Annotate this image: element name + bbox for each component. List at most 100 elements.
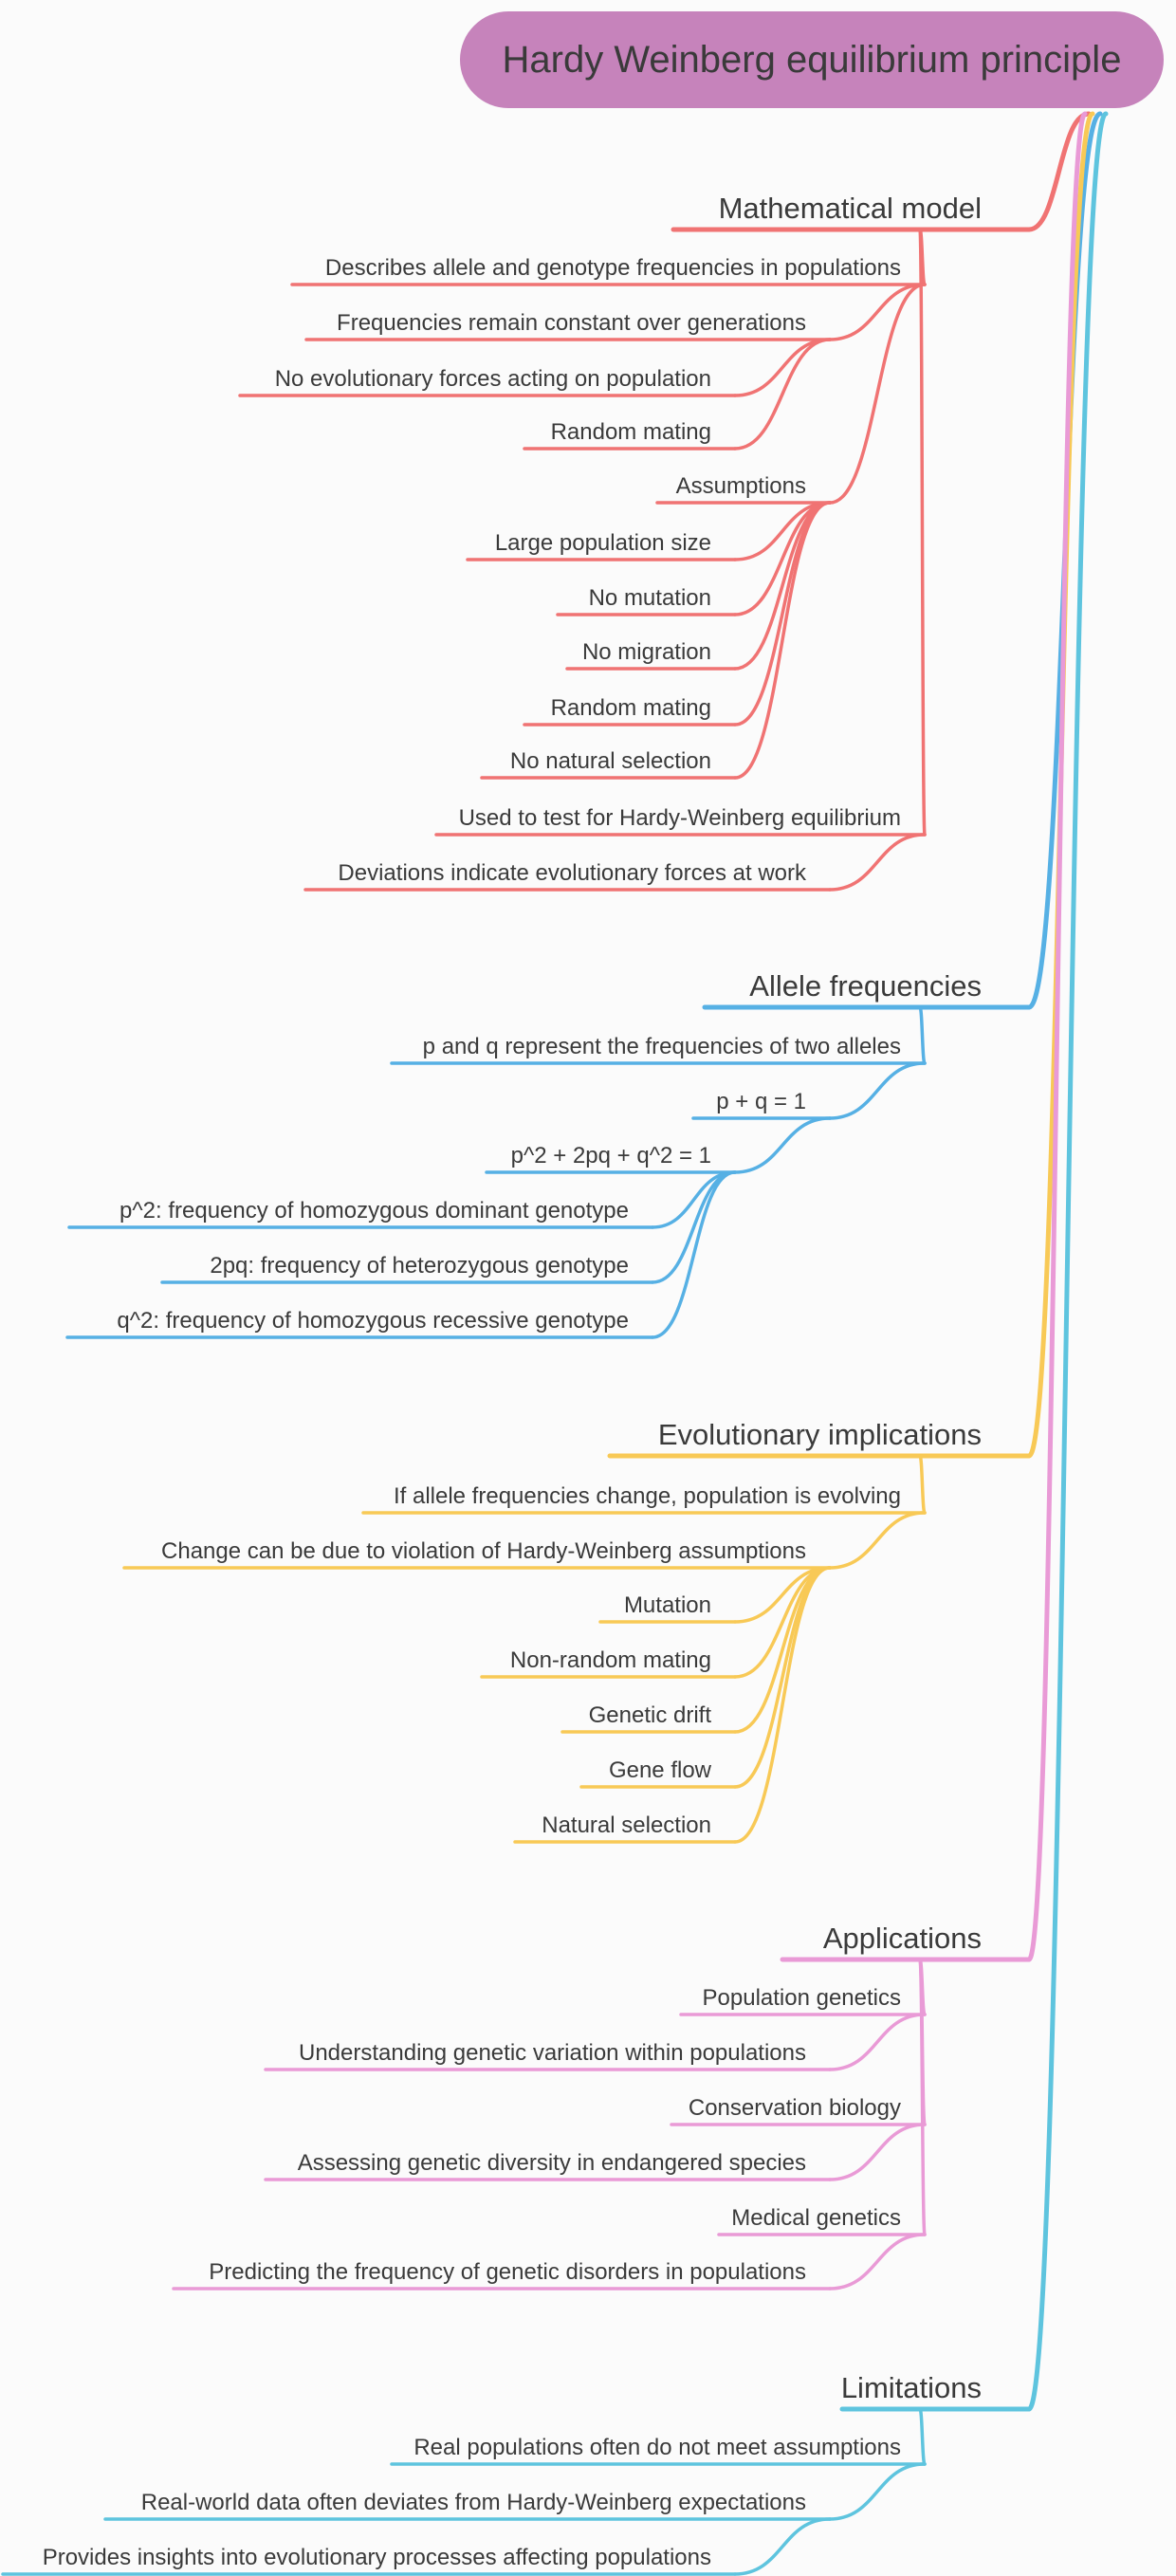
leaf-node[interactable]: p^2: frequency of homozygous dominant ge… bbox=[67, 1198, 654, 1229]
root-node-label: Hardy Weinberg equilibrium principle bbox=[503, 39, 1122, 81]
leaf-node[interactable]: No evolutionary forces acting on populat… bbox=[238, 366, 737, 397]
branch-label: Evolutionary implications bbox=[658, 1418, 982, 1451]
leaf-node[interactable]: No natural selection bbox=[480, 748, 737, 780]
leaf-connector bbox=[733, 1566, 832, 1679]
leaf-node[interactable]: Provides insights into evolutionary proc… bbox=[1, 2545, 737, 2576]
leaf-node[interactable]: Random mating bbox=[523, 695, 737, 727]
leaf-node[interactable]: No mutation bbox=[556, 585, 737, 616]
leaf-label: Medical genetics bbox=[731, 2205, 901, 2231]
leaf-connector bbox=[918, 1005, 927, 1065]
leaf-node[interactable]: If allele frequencies change, population… bbox=[361, 1483, 927, 1515]
leaf-connector bbox=[733, 2517, 832, 2576]
leaf-label: No migration bbox=[582, 639, 711, 665]
branch-node-limitations[interactable]: Limitations bbox=[839, 2371, 1032, 2412]
branch-label: Applications bbox=[823, 1922, 982, 1955]
leaf-connector bbox=[828, 2013, 927, 2071]
leaf-node[interactable]: Random mating bbox=[523, 419, 737, 451]
leaf-label: Natural selection bbox=[542, 1812, 711, 1838]
branch-node-allele-frequencies[interactable]: Allele frequencies bbox=[702, 969, 1032, 1010]
leaf-label: If allele frequencies change, population… bbox=[394, 1483, 901, 1509]
branch-connector bbox=[1026, 111, 1109, 2412]
leaf-connector bbox=[651, 1170, 737, 1284]
leaf-label: Assumptions bbox=[676, 473, 806, 499]
branch-node-applications[interactable]: Applications bbox=[780, 1922, 1032, 1962]
leaf-label: Predicting the frequency of genetic diso… bbox=[209, 2259, 806, 2285]
root-node[interactable]: Hardy Weinberg equilibrium principle bbox=[460, 11, 1164, 108]
branch-node-mathematical-model[interactable]: Mathematical model bbox=[671, 192, 1032, 232]
branch-connector bbox=[1026, 111, 1092, 232]
leaf-node[interactable]: Change can be due to violation of Hardy-… bbox=[122, 1538, 832, 1570]
leaf-node[interactable]: p + q = 1 bbox=[691, 1089, 832, 1120]
leaf-node[interactable]: Gene flow bbox=[579, 1757, 737, 1789]
leaf-node[interactable]: Large population size bbox=[466, 530, 737, 561]
leaf-node[interactable]: p and q represent the frequencies of two… bbox=[390, 1034, 927, 1065]
leaf-label: Change can be due to violation of Hardy-… bbox=[161, 1538, 806, 1564]
leaf-node[interactable]: Frequencies remain constant over generat… bbox=[304, 310, 832, 341]
leaf-connector bbox=[828, 2462, 927, 2521]
leaf-label: No evolutionary forces acting on populat… bbox=[275, 366, 711, 392]
leaf-label: Genetic drift bbox=[589, 1702, 712, 1728]
leaf-node[interactable]: 2pq: frequency of heterozygous genotype bbox=[160, 1253, 654, 1284]
leaf-label: Used to test for Hardy-Weinberg equilibr… bbox=[459, 805, 901, 831]
leaf-node[interactable]: No migration bbox=[565, 639, 737, 671]
leaf-node[interactable]: Predicting the frequency of genetic diso… bbox=[172, 2259, 832, 2291]
leaf-label: Gene flow bbox=[609, 1757, 712, 1783]
leaf-connector bbox=[733, 1566, 832, 1789]
leaf-label: No natural selection bbox=[510, 748, 711, 774]
leaf-node[interactable]: q^2: frequency of homozygous recessive g… bbox=[65, 1308, 654, 1339]
leaf-node[interactable]: Real populations often do not meet assum… bbox=[390, 2435, 927, 2466]
leaf-node[interactable]: Real-world data often deviates from Hard… bbox=[103, 2490, 832, 2521]
leaf-node[interactable]: Medical genetics bbox=[717, 2205, 927, 2236]
leaf-label: Provides insights into evolutionary proc… bbox=[43, 2545, 711, 2570]
leaf-label: p + q = 1 bbox=[716, 1089, 806, 1114]
leaf-connector bbox=[918, 1958, 927, 2236]
leaf-connector bbox=[828, 2123, 927, 2181]
leaf-label: Describes allele and genotype frequencie… bbox=[325, 255, 901, 281]
leaf-node[interactable]: Conservation biology bbox=[670, 2095, 927, 2126]
leaf-label: p^2 + 2pq + q^2 = 1 bbox=[511, 1143, 711, 1168]
branch-connector bbox=[1026, 111, 1088, 1962]
leaf-label: Conservation biology bbox=[689, 2095, 901, 2121]
leaf-connector bbox=[828, 283, 927, 505]
leaf-node[interactable]: Assumptions bbox=[655, 473, 832, 505]
leaf-node[interactable]: p^2 + 2pq + q^2 = 1 bbox=[485, 1143, 737, 1174]
leaf-label: Understanding genetic variation within p… bbox=[299, 2040, 806, 2066]
leaf-label: p^2: frequency of homozygous dominant ge… bbox=[119, 1198, 629, 1224]
leaf-connector bbox=[733, 501, 832, 727]
leaf-label: p and q represent the frequencies of two… bbox=[423, 1034, 901, 1059]
leaf-connector bbox=[828, 833, 927, 892]
leaf-node[interactable]: Population genetics bbox=[679, 1985, 927, 2016]
leaf-node[interactable]: Understanding genetic variation within p… bbox=[264, 2040, 832, 2071]
leaf-node[interactable]: Used to test for Hardy-Weinberg equilibr… bbox=[434, 805, 927, 837]
leaf-label: Random mating bbox=[551, 695, 711, 721]
leaf-label: Real populations often do not meet assum… bbox=[413, 2435, 901, 2460]
leaf-connector bbox=[733, 338, 832, 451]
leaf-label: Real-world data often deviates from Hard… bbox=[141, 2490, 806, 2515]
leaf-label: Large population size bbox=[495, 530, 711, 556]
leaf-label: No mutation bbox=[589, 585, 711, 611]
leaf-connector bbox=[651, 1170, 737, 1339]
leaf-node[interactable]: Genetic drift bbox=[560, 1702, 737, 1734]
branch-label: Mathematical model bbox=[719, 192, 982, 225]
leaf-node[interactable]: Describes allele and genotype frequencie… bbox=[290, 255, 927, 286]
leaf-node[interactable]: Mutation bbox=[598, 1592, 737, 1624]
leaf-connector bbox=[733, 338, 832, 397]
leaf-node[interactable]: Natural selection bbox=[513, 1812, 737, 1844]
leaf-label: Frequencies remain constant over generat… bbox=[337, 310, 806, 336]
connector-lines bbox=[651, 111, 1109, 2576]
leaf-label: q^2: frequency of homozygous recessive g… bbox=[117, 1308, 629, 1334]
branch-label: Limitations bbox=[841, 2371, 982, 2404]
branch-node-evolutionary-implications[interactable]: Evolutionary implications bbox=[607, 1418, 1032, 1459]
leaf-label: Random mating bbox=[551, 419, 711, 445]
leaf-node[interactable]: Non-random mating bbox=[480, 1647, 737, 1679]
leaf-connector bbox=[828, 1061, 927, 1120]
leaf-connector bbox=[828, 1511, 927, 1570]
leaf-label: Population genetics bbox=[703, 1985, 901, 2011]
leaf-node[interactable]: Deviations indicate evolutionary forces … bbox=[303, 860, 832, 892]
leaf-label: Deviations indicate evolutionary forces … bbox=[338, 860, 807, 886]
leaf-node[interactable]: Assessing genetic diversity in endangere… bbox=[264, 2150, 832, 2181]
leaf-label: Mutation bbox=[624, 1592, 711, 1618]
leaf-connector bbox=[918, 228, 927, 837]
